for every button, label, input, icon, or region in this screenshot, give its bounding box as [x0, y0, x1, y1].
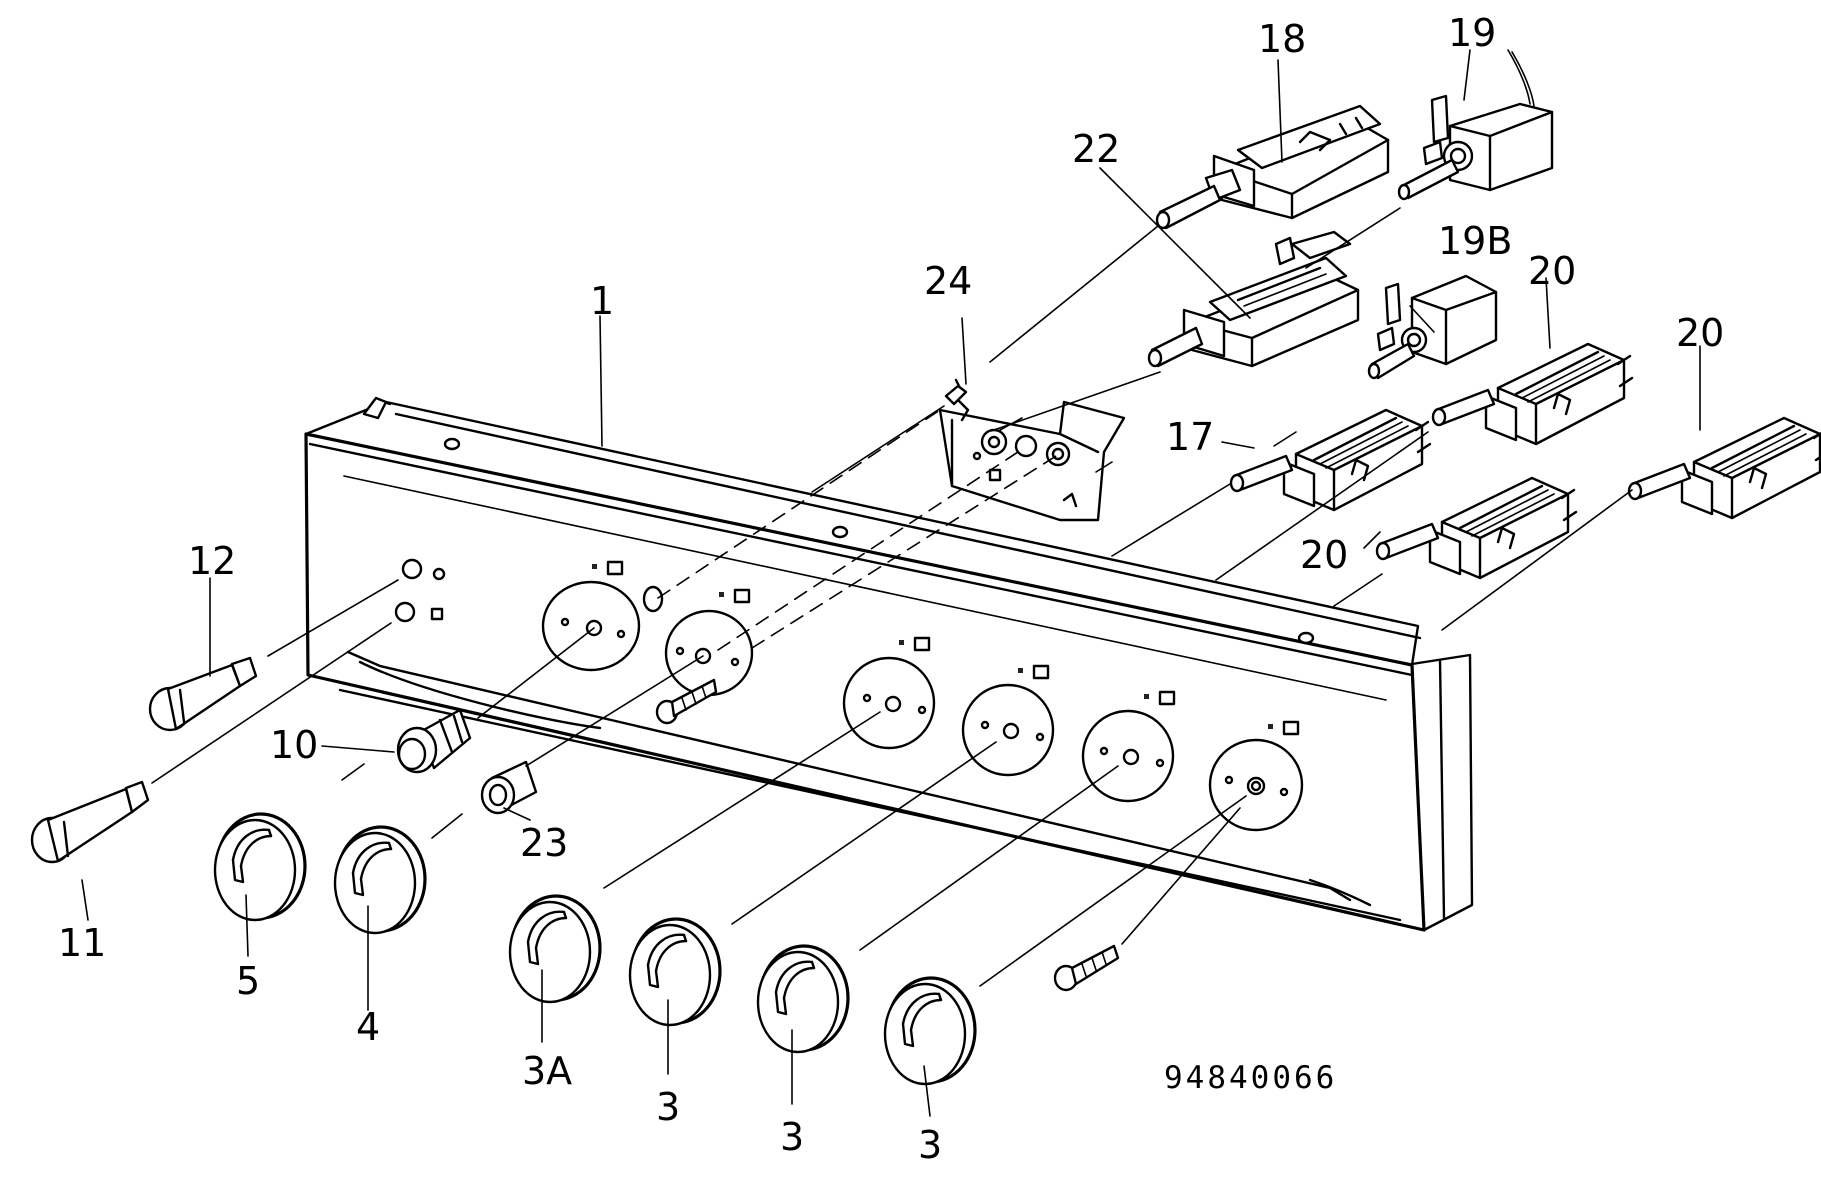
label-10: 10 [270, 723, 318, 767]
switch-18 [1155, 104, 1390, 230]
nut-23 [480, 760, 538, 815]
callout-leaders [81, 49, 1701, 1117]
lamp-11 [30, 780, 150, 864]
label-19: 19 [1448, 11, 1496, 55]
knob-4 [333, 825, 427, 935]
label-24: 24 [924, 259, 972, 303]
lamp-12 [148, 656, 258, 732]
switch-19 [1397, 49, 1554, 201]
knob-3-first [628, 917, 722, 1027]
knob-3-second [756, 944, 850, 1054]
label-20-lower: 20 [1300, 533, 1348, 577]
label-3-third: 3 [918, 1123, 942, 1167]
label-3a: 3A [522, 1049, 572, 1093]
label-11: 11 [58, 921, 106, 965]
label-22: 22 [1072, 127, 1120, 171]
label-19b: 19B [1438, 219, 1512, 263]
screw-upper [655, 678, 718, 725]
escutcheon-4 [961, 664, 1055, 777]
label-1: 1 [590, 279, 614, 323]
escutcheon-5 [1081, 690, 1176, 803]
switch-19b [1367, 274, 1498, 380]
knob-10 [396, 708, 472, 774]
escutcheon-3 [842, 636, 936, 750]
screw-lower [1053, 944, 1120, 992]
label-5: 5 [236, 959, 260, 1003]
switch-17 [1229, 408, 1432, 512]
label-12: 12 [188, 539, 236, 583]
label-4: 4 [356, 1005, 380, 1049]
drawing-number: 94840066 [1164, 1060, 1337, 1096]
knob-3a [508, 894, 602, 1004]
knob-5 [213, 812, 307, 922]
label-3-second: 3 [780, 1115, 804, 1159]
label-18: 18 [1258, 17, 1306, 61]
bracket-24 [938, 378, 1126, 522]
label-20-right: 20 [1676, 311, 1724, 355]
knob-3-third [883, 976, 977, 1086]
escutcheon-6 [1208, 720, 1304, 832]
switch-20-top [1431, 342, 1634, 446]
part-labels: 1 12 10 11 5 4 23 3A 3 3 3 24 22 18 19 1… [58, 11, 1724, 1167]
switch-20-right [1627, 416, 1821, 520]
label-23: 23 [520, 821, 568, 865]
switch-22 [1147, 230, 1360, 368]
assembly-lines [151, 207, 1633, 987]
label-3-first: 3 [656, 1085, 680, 1129]
label-17: 17 [1166, 415, 1214, 459]
switch-20-lower [1375, 476, 1578, 580]
label-20-top: 20 [1528, 249, 1576, 293]
